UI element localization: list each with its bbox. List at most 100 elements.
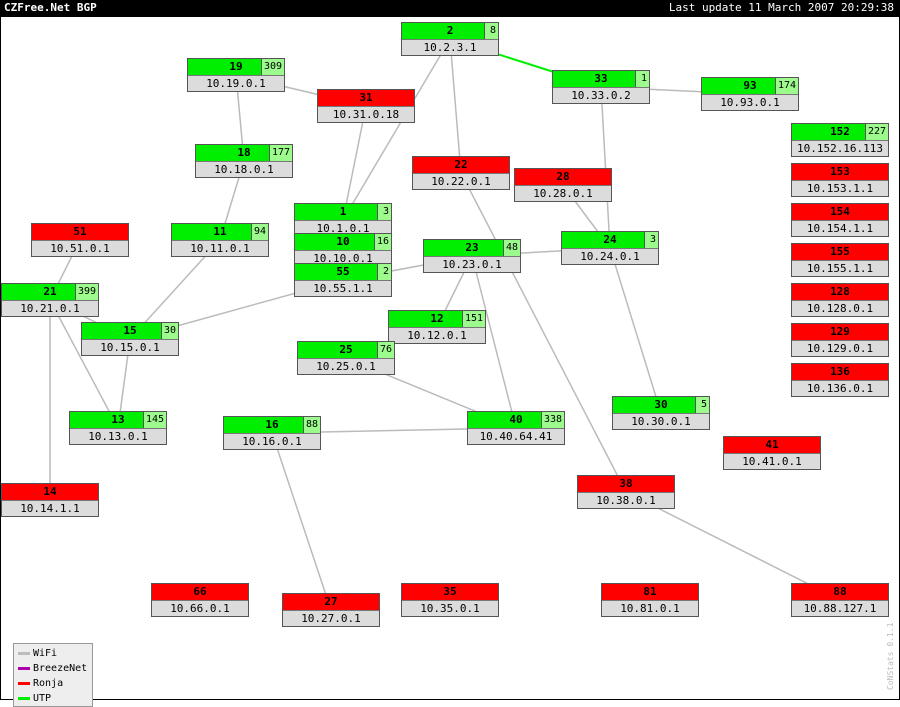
node-count: 338 — [540, 412, 564, 428]
node-id: 88 — [833, 585, 847, 598]
node-count: 309 — [260, 59, 284, 75]
legend-item-ronja: Ronja — [18, 677, 63, 691]
node-ip: 10.27.0.1 — [283, 610, 379, 626]
node-ip: 10.30.0.1 — [613, 413, 709, 429]
node-count: 174 — [774, 78, 798, 94]
node-header: 28 — [515, 169, 611, 185]
node-header: 38 — [578, 476, 674, 492]
node-id: 30 — [654, 398, 668, 411]
node-51: 51 10.51.0.1 — [31, 223, 129, 257]
node-id: 33 — [594, 72, 608, 85]
node-id: 81 — [643, 585, 657, 598]
title-bar: CZFree.Net BGP Last update 11 March 2007… — [0, 0, 900, 16]
node-ip: 10.40.64.41 — [468, 428, 564, 444]
node-id: 35 — [443, 585, 457, 598]
node-header: 153 — [792, 164, 888, 180]
node-id: 155 — [830, 245, 850, 258]
node-id: 152 — [830, 125, 850, 138]
node-id: 28 — [556, 170, 570, 183]
node-ip: 10.51.0.1 — [32, 240, 128, 256]
node-id: 154 — [830, 205, 850, 218]
node-count: 399 — [74, 284, 98, 300]
node-ip: 10.93.0.1 — [702, 94, 798, 110]
node-id: 2 — [446, 24, 454, 37]
node-count: 76 — [376, 342, 394, 358]
node-ip: 10.153.1.1 — [792, 180, 888, 196]
node-id: 21 — [43, 285, 57, 298]
link-2-22 — [449, 38, 462, 174]
node-id: 11 — [213, 225, 227, 238]
node-id: 22 — [454, 158, 468, 171]
node-count: 227 — [864, 124, 888, 140]
node-id: 40 — [509, 413, 523, 426]
node-128: 128 10.128.0.1 — [791, 283, 889, 317]
node-ip: 10.152.16.113 — [792, 140, 888, 156]
legend-label: WiFi — [33, 648, 58, 659]
node-id: 15 — [123, 324, 137, 337]
legend-label: BreezeNet — [33, 663, 88, 674]
node-id: 27 — [324, 595, 338, 608]
node-81: 81 10.81.0.1 — [601, 583, 699, 617]
link-33-24 — [600, 86, 611, 249]
node-ip: 10.41.0.1 — [724, 453, 820, 469]
legend-swatch — [18, 651, 30, 655]
node-id: 51 — [73, 225, 87, 238]
node-id: 128 — [830, 285, 850, 298]
node-155: 155 10.155.1.1 — [791, 243, 889, 277]
node-header: 81 — [602, 584, 698, 600]
node-header: 136 — [792, 364, 888, 380]
node-count: 16 — [373, 234, 391, 250]
node-count: 151 — [461, 311, 485, 327]
node-id: 38 — [619, 477, 633, 490]
node-ip: 10.18.0.1 — [196, 161, 292, 177]
node-ip: 10.35.0.1 — [402, 600, 498, 616]
node-header: 66 — [152, 584, 248, 600]
node-ip: 10.154.1.1 — [792, 220, 888, 236]
node-id: 129 — [830, 325, 850, 338]
link-31-1 — [342, 105, 367, 221]
node-header: 51 — [32, 224, 128, 240]
legend-label: UTP — [33, 693, 52, 704]
node-ip: 10.55.1.1 — [295, 280, 391, 296]
node-count: 88 — [302, 417, 320, 433]
node-ip: 10.136.0.1 — [792, 380, 888, 396]
link-22-38 — [460, 172, 627, 493]
node-header: 88 — [792, 584, 888, 600]
node-count: 177 — [268, 145, 292, 161]
node-id: 13 — [111, 413, 125, 426]
node-id: 41 — [765, 438, 779, 451]
node-ip: 10.14.1.1 — [2, 500, 98, 516]
link-2-1 — [342, 38, 451, 221]
node-ip: 10.81.0.1 — [602, 600, 698, 616]
node-ip: 10.155.1.1 — [792, 260, 888, 276]
legend-swatch — [18, 666, 30, 670]
node-ip: 10.128.0.1 — [792, 300, 888, 316]
node-ip: 10.38.0.1 — [578, 492, 674, 508]
node-ip: 10.25.0.1 — [298, 358, 394, 374]
link-24-30 — [609, 247, 662, 414]
node-ip: 10.11.0.1 — [172, 240, 268, 256]
node-id: 14 — [43, 485, 57, 498]
node-header: 21 399 — [2, 284, 98, 300]
